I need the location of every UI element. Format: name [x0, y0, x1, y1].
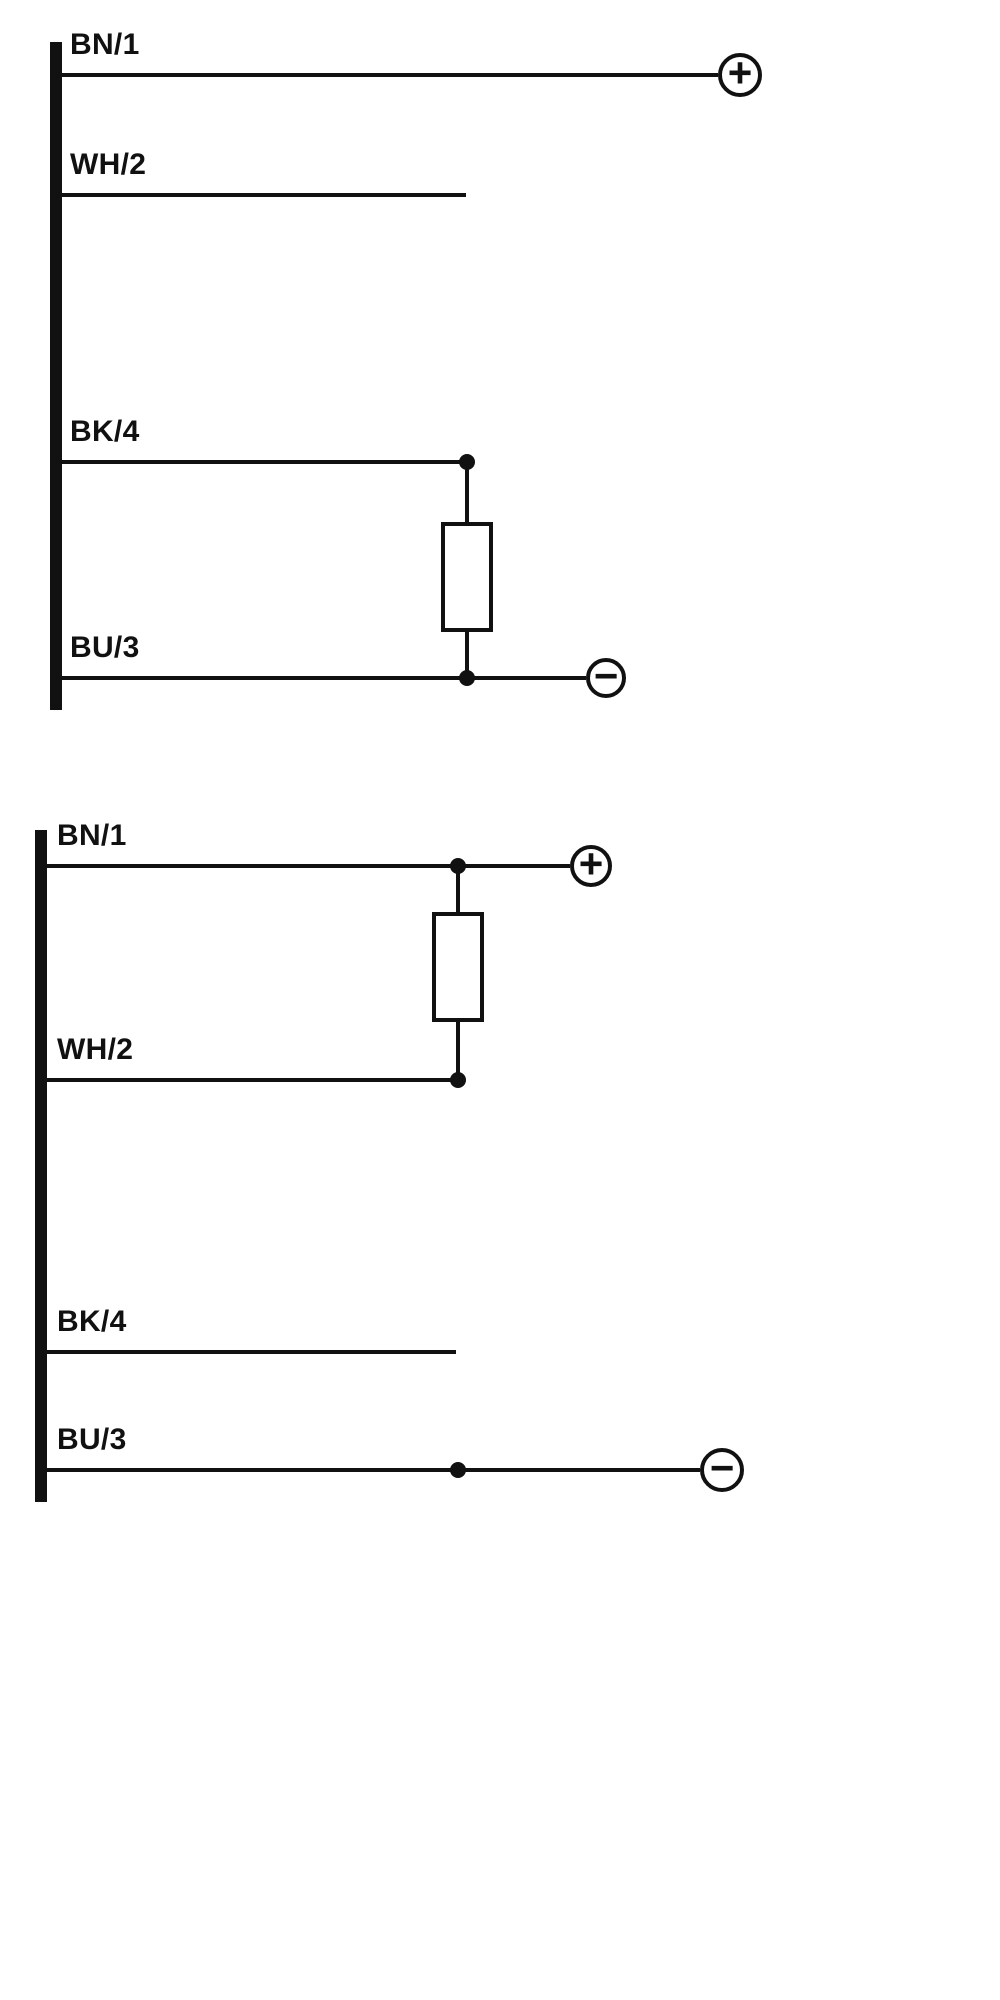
resistor-lead-top	[465, 462, 469, 524]
wire-label-bu3: BU/3	[57, 1423, 127, 1456]
load-resistor	[441, 522, 493, 632]
junction-dot	[450, 1462, 466, 1478]
resistor-lead-bottom	[465, 630, 469, 678]
wire-bk4-line	[62, 460, 468, 464]
resistor-lead-top	[456, 866, 460, 914]
negative-terminal: −	[700, 1444, 744, 1492]
wire-label-wh2: WH/2	[70, 148, 147, 181]
wire-label-wh2: WH/2	[57, 1033, 134, 1066]
wire-bu3-line	[47, 1468, 700, 1472]
negative-terminal: −	[586, 652, 626, 699]
wire-label-bn1: BN/1	[57, 819, 127, 852]
resistor-lead-bottom	[456, 1018, 460, 1080]
plus-icon: +	[727, 49, 753, 96]
wire-label-bk4: BK/4	[57, 1305, 127, 1338]
wire-bn1-line	[62, 73, 718, 77]
wire-label-bu3: BU/3	[70, 631, 140, 664]
junction-dot	[459, 670, 475, 686]
wire-label-bk4: BK/4	[70, 415, 140, 448]
connector-bus-bar	[35, 830, 47, 1502]
positive-terminal: +	[570, 840, 612, 887]
wire-wh2-line	[47, 1078, 460, 1082]
plus-icon: +	[578, 840, 604, 887]
wire-bk4-line	[47, 1350, 456, 1354]
wire-bu3-line	[62, 676, 586, 680]
wire-bn1-line	[47, 864, 570, 868]
positive-terminal: +	[718, 49, 762, 97]
wire-label-bn1: BN/1	[70, 28, 140, 61]
connector-bus-bar	[50, 42, 62, 710]
junction-dot	[450, 1072, 466, 1088]
minus-icon: −	[709, 1444, 735, 1491]
wire-wh2-line	[62, 193, 466, 197]
minus-icon: −	[593, 652, 619, 699]
load-resistor	[432, 912, 484, 1022]
